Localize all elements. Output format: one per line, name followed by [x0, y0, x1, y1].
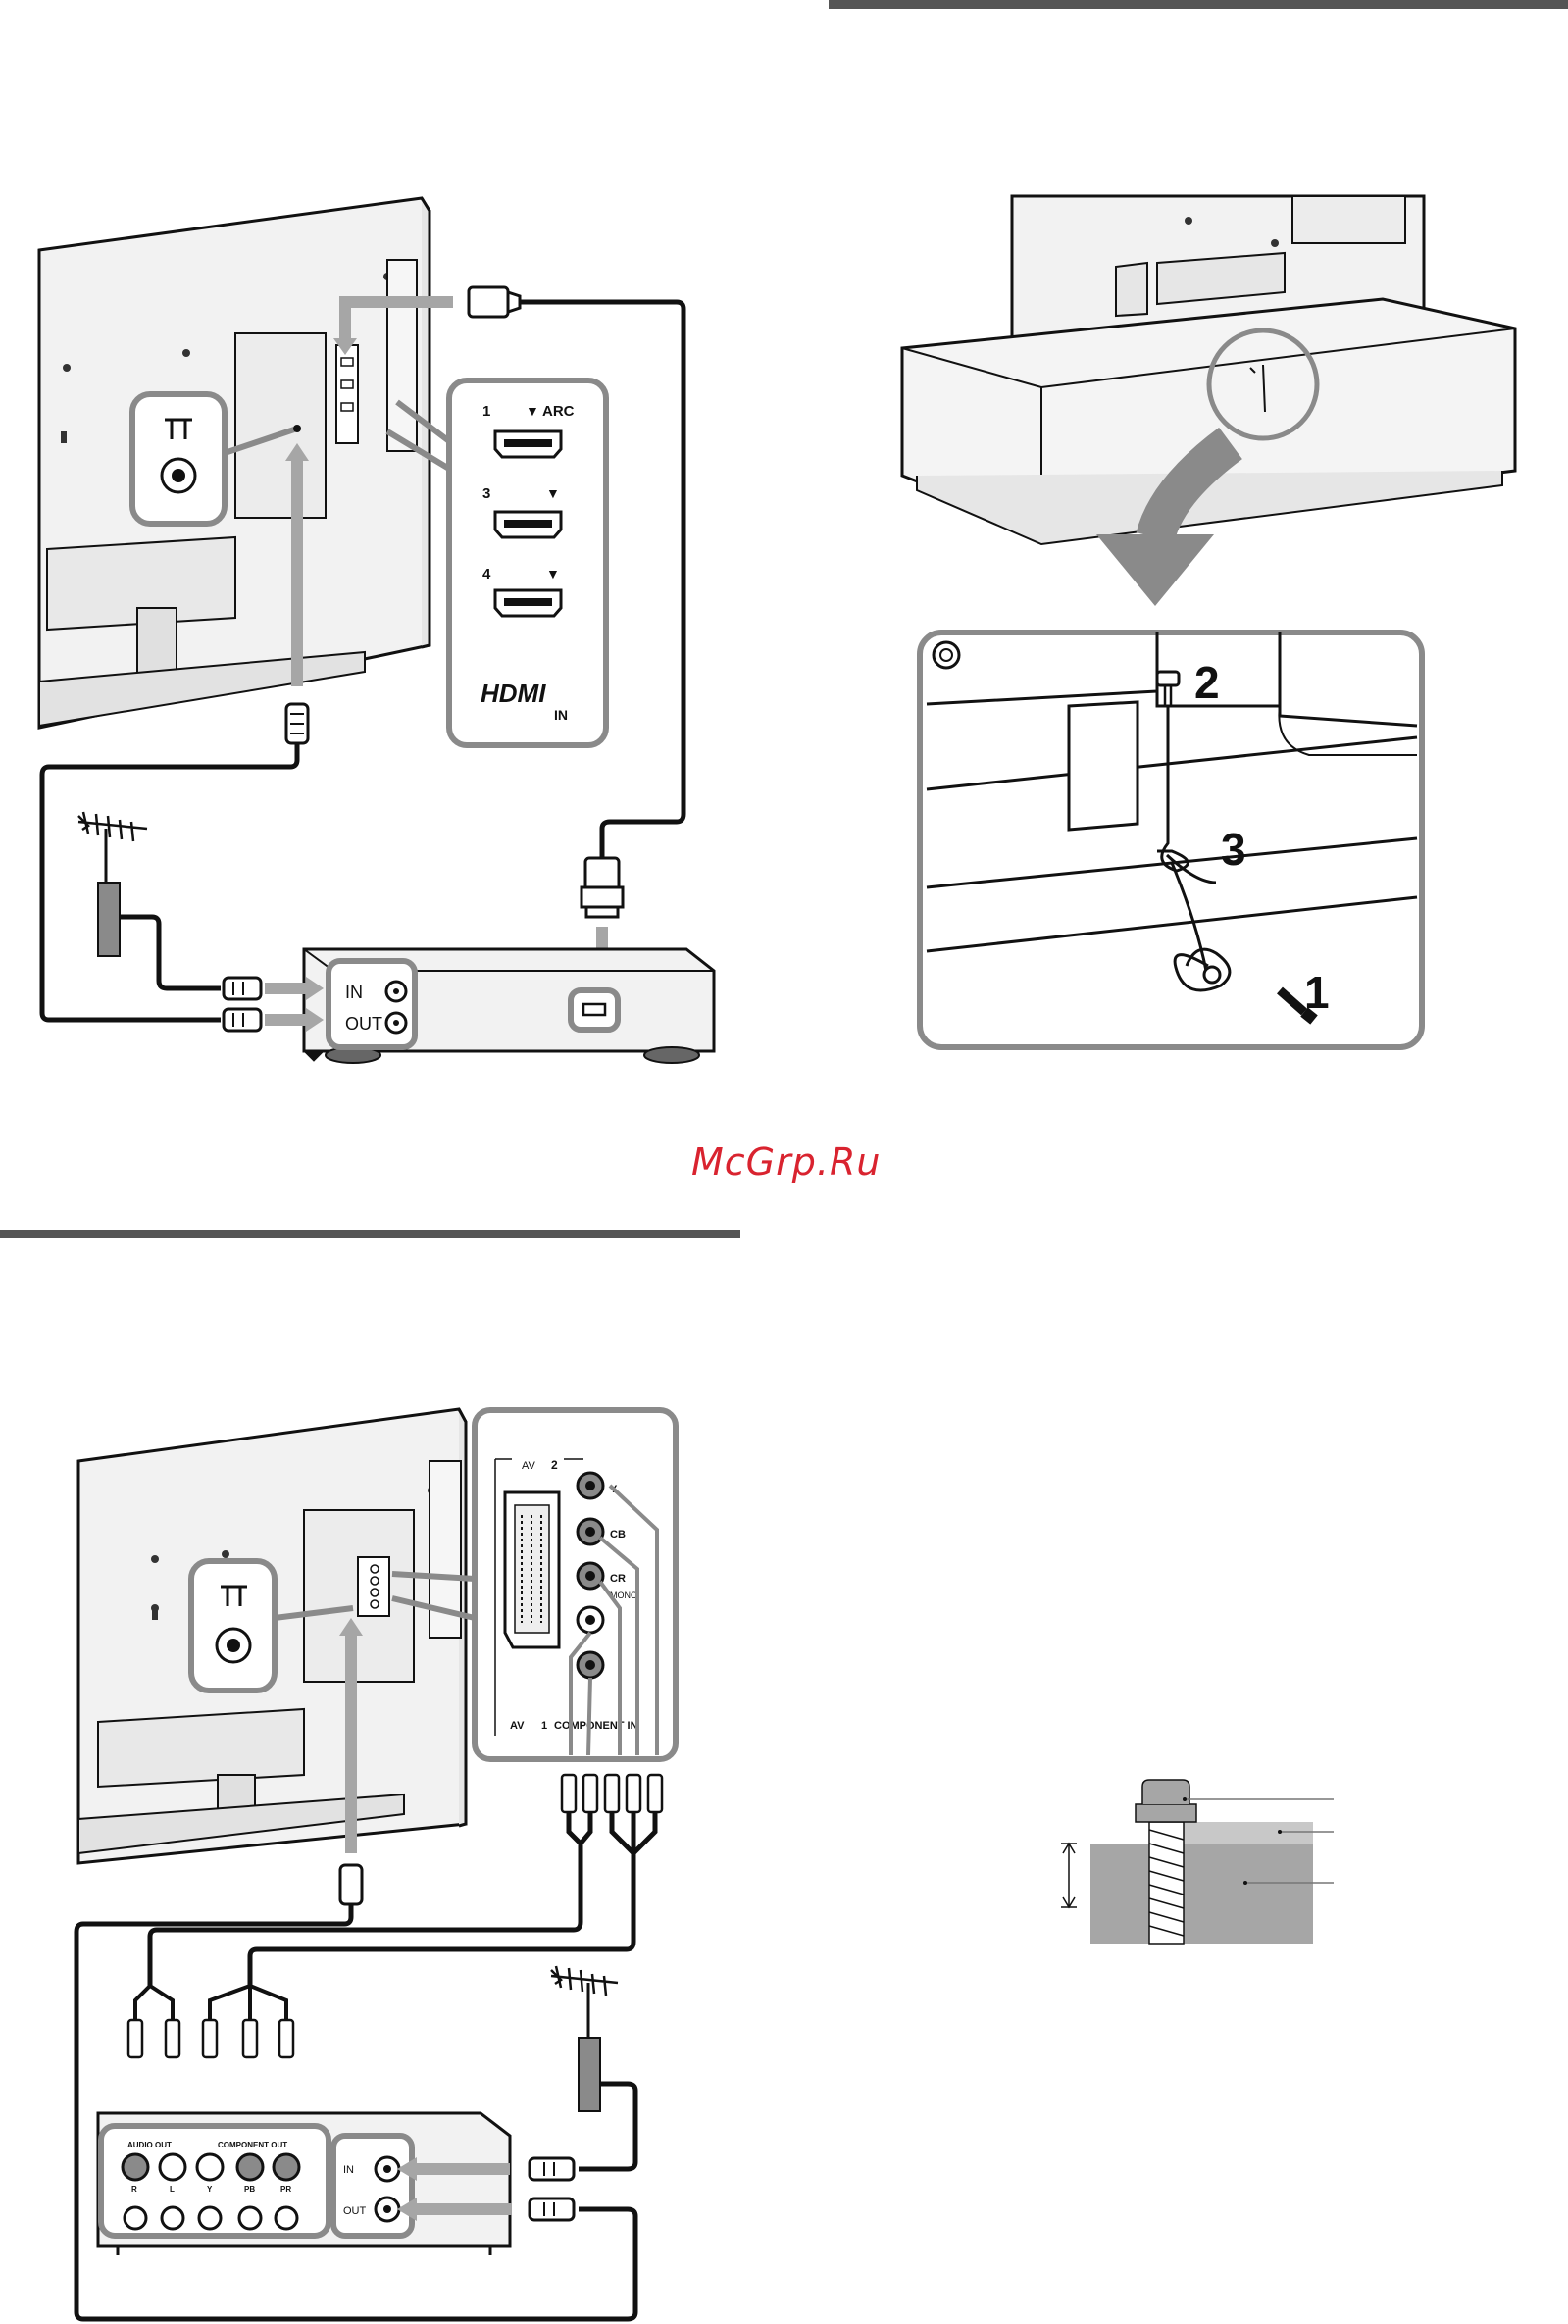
scart-icon [505, 1492, 559, 1647]
hdmi-logo: HDMI [481, 679, 546, 708]
stb-in-label: IN [345, 983, 363, 1002]
component-out-label: COMPONENT OUT [218, 2141, 287, 2149]
port-pb-label: PB [244, 2185, 255, 2194]
figure-stand-fixing: 1 2 3 [902, 196, 1515, 1047]
step-label-3: 3 [1221, 824, 1246, 875]
hdmi-arc-marker: ▼ [526, 403, 539, 419]
rf-out-label: OUT [343, 2205, 367, 2217]
figure-screw-section [1061, 1780, 1334, 1944]
hdmi-port-4-label: 4 [482, 566, 491, 582]
figure-component-connection: AV 2 Y CB CR MONO AV 1 COMPONENT I [76, 1409, 676, 2319]
component-in-label: COMPONENT IN [554, 1720, 638, 1732]
watermark-text: McGrp.Ru [691, 1140, 881, 1184]
hdmi-arc-label: ARC [542, 403, 575, 420]
stb-port-box [329, 961, 415, 1047]
step-label-2: 2 [1194, 657, 1220, 708]
step-label-1: 1 [1304, 967, 1330, 1018]
tv-on-stand-icon [902, 196, 1515, 544]
audio-out-label: AUDIO OUT [127, 2141, 172, 2149]
av2-label: AV [522, 1460, 536, 1472]
section-rule [0, 1230, 740, 1238]
screw-cross-section-icon [1061, 1780, 1334, 1944]
antenna-jack-callout [191, 1561, 275, 1691]
antenna-icon [551, 1966, 635, 2169]
hdmi-port-1-label: 1 [482, 403, 490, 420]
jack-cb-label: CB [610, 1529, 626, 1541]
av-device-icon: AUDIO OUT COMPONENT OUT R L Y PB PR IN O… [98, 2113, 574, 2255]
coax-plug-icon [286, 704, 308, 743]
jack-cr-label: CR [610, 1573, 626, 1585]
figure-hdmi-connection: 1 ▼ ARC 3 ▼ 4 ▼ HDMI IN [39, 198, 714, 1063]
set-top-box-icon: IN OUT [304, 949, 714, 1063]
port-pr-label: PR [280, 2185, 291, 2194]
hdmi-port-3-label: 3 [482, 485, 490, 502]
svg-text:▼: ▼ [546, 485, 560, 501]
antenna-icon [78, 812, 221, 988]
port-r-label: R [131, 2185, 137, 2194]
tv-rear-icon [39, 198, 430, 728]
svg-text:▼: ▼ [546, 566, 560, 581]
av1-number: 1 [541, 1720, 547, 1732]
top-rule [829, 0, 1568, 9]
rf-in-label: IN [343, 2164, 354, 2176]
hdmi-logo-sub: IN [554, 707, 568, 723]
stb-out-label: OUT [345, 1014, 382, 1034]
port-l-label: L [170, 2185, 175, 2194]
port-y-label: Y [207, 2185, 213, 2194]
av1-label: AV [510, 1720, 525, 1732]
rf-port-box [333, 2136, 412, 2236]
av2-number: 2 [551, 1458, 558, 1472]
